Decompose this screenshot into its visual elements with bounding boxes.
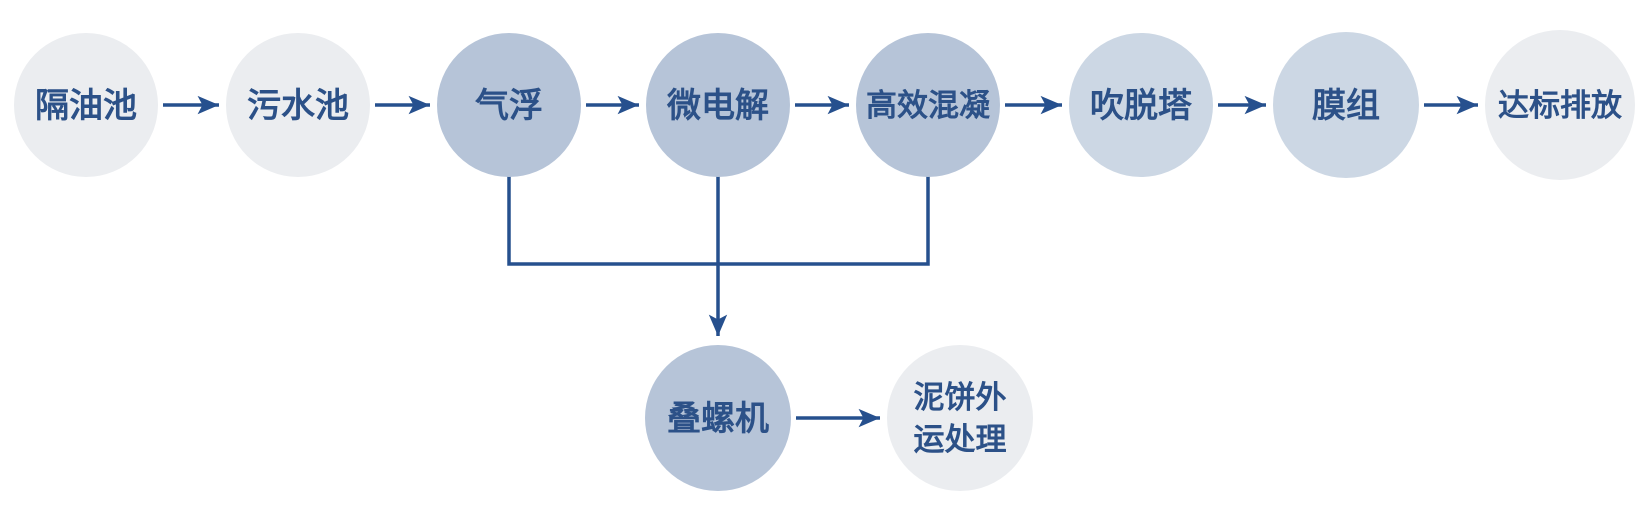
node-mo-zu-label: 膜组 bbox=[1312, 87, 1380, 125]
node-ni-bing-wai-yun-chu-li bbox=[887, 345, 1033, 491]
node-ge-you-chi-label: 隔油池 bbox=[35, 87, 137, 125]
node-ni-bing-wai-yun-chu-li-label: 泥饼外运处理 bbox=[914, 380, 1007, 457]
node-die-luo-ji-label: 叠螺机 bbox=[667, 400, 769, 438]
node-gao-xiao-hun-ning-label: 高效混凝 bbox=[866, 88, 990, 123]
node-mo-zu bbox=[1273, 32, 1419, 178]
node-wu-shui-chi-label: 污水池 bbox=[247, 87, 349, 125]
node-chui-tuo-ta-label: 吹脱塔 bbox=[1090, 87, 1193, 125]
flow-edges bbox=[163, 95, 1478, 428]
node-die-luo-ji bbox=[645, 345, 791, 491]
node-wei-dian-jie bbox=[646, 33, 790, 177]
node-ni-bing-wai-yun-chu-li-label-line-2: 运处理 bbox=[914, 422, 1007, 457]
node-gao-xiao-hun-ning bbox=[856, 33, 1000, 177]
node-da-biao-pai-fang-label: 达标排放 bbox=[1498, 88, 1623, 123]
node-chui-tuo-ta bbox=[1069, 33, 1213, 177]
node-ge-you-chi bbox=[14, 33, 158, 177]
node-wu-shui-chi bbox=[226, 33, 370, 177]
node-qi-fu-label: 气浮 bbox=[474, 87, 543, 125]
node-ni-bing-wai-yun-chu-li-label-line-1: 泥饼外 bbox=[914, 380, 1007, 415]
node-wei-dian-jie-label: 微电解 bbox=[666, 87, 769, 125]
node-da-biao-pai-fang bbox=[1485, 30, 1635, 180]
node-qi-fu bbox=[437, 33, 581, 177]
